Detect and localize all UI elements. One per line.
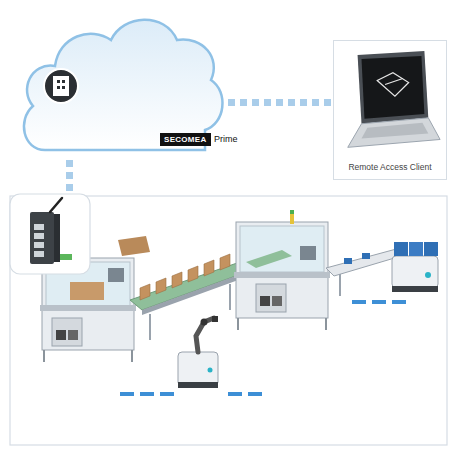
robot-skirt	[178, 382, 218, 388]
gateway-link	[66, 160, 73, 191]
machine-body	[236, 222, 328, 318]
assembly-machine	[234, 210, 330, 330]
floor-dash	[372, 300, 386, 304]
floor-dash	[140, 392, 154, 396]
signal-light	[290, 214, 294, 224]
cloud-outline	[24, 20, 223, 150]
router-connector	[60, 254, 72, 260]
laptop-lid	[358, 51, 429, 124]
building-shape	[53, 76, 69, 96]
logo-wordmark: SECOMEA	[160, 133, 211, 146]
machine-leg	[237, 318, 239, 330]
floor-dash	[120, 392, 134, 396]
laptop-base	[348, 118, 440, 147]
machine-leg	[325, 318, 327, 330]
machine-table	[234, 272, 330, 278]
floor-dash	[228, 392, 242, 396]
router-side	[54, 214, 60, 262]
machine-leg	[131, 350, 133, 362]
floor-dash	[352, 300, 366, 304]
inset-frame	[10, 194, 90, 274]
cabinet-part	[272, 296, 282, 306]
conveyor-belt	[130, 262, 252, 310]
part	[362, 253, 370, 259]
laptop-illustration	[334, 41, 446, 179]
dashed-connector	[228, 102, 333, 103]
building-window	[62, 86, 65, 89]
building-icon	[44, 69, 78, 103]
router-port	[34, 242, 44, 248]
robot-joint	[201, 319, 208, 326]
signal-light	[290, 210, 294, 214]
laptop-keyboard	[362, 123, 429, 139]
building-window	[57, 86, 60, 89]
machine-cabinet	[256, 284, 286, 312]
gateway-inset	[10, 194, 90, 274]
agv-body	[392, 256, 438, 288]
box	[156, 278, 166, 294]
inner-belt	[246, 250, 292, 268]
building-window	[57, 80, 60, 83]
floor-dash	[392, 300, 406, 304]
robot-base	[178, 352, 218, 386]
boxes	[140, 254, 230, 300]
conveyor-leg	[229, 284, 231, 310]
mobile-robot	[178, 316, 218, 388]
dash	[66, 160, 73, 167]
router-port	[34, 251, 44, 257]
client-box: Remote Access Client	[333, 40, 447, 180]
floor-dash	[160, 392, 174, 396]
machine-leg	[43, 350, 45, 362]
robot-arm	[196, 318, 214, 352]
machine-table	[40, 305, 136, 311]
router-port	[34, 224, 44, 230]
building-window	[62, 80, 65, 83]
agv-cart	[392, 242, 438, 292]
node-label: Remote Access Client	[334, 162, 446, 172]
laptop-screen	[362, 56, 425, 119]
part	[344, 258, 352, 264]
machine-cabinet	[52, 318, 82, 346]
logo-suffix: Prime	[213, 133, 239, 145]
cloud-node: SECOMEAPrime	[15, 0, 228, 165]
bin	[409, 242, 423, 256]
conveyor	[130, 262, 252, 340]
cabinet-part	[260, 296, 270, 306]
box	[172, 272, 182, 288]
cardboard-sheet	[118, 236, 150, 256]
box	[220, 254, 230, 270]
gripper	[212, 316, 218, 322]
box	[188, 266, 198, 282]
box-stack	[70, 282, 104, 300]
machine-panel	[300, 246, 316, 260]
cabinet-part	[56, 330, 66, 340]
screen-graphic	[377, 73, 408, 97]
router-port	[34, 233, 44, 239]
machine-glass	[240, 226, 324, 272]
agv-light	[425, 272, 431, 278]
bin	[394, 242, 408, 256]
bin	[424, 242, 438, 256]
conveyor-leg	[149, 314, 151, 340]
cabinet-part	[68, 330, 78, 340]
conveyor-leg	[339, 274, 341, 296]
connector-line	[228, 99, 333, 106]
machine-panel	[108, 268, 124, 282]
router-antenna	[50, 198, 62, 212]
box	[204, 260, 214, 276]
box	[140, 284, 150, 300]
floor-dash	[248, 392, 262, 396]
dash	[66, 172, 73, 179]
router-body	[30, 212, 54, 264]
agv-base	[392, 286, 438, 292]
dash	[66, 184, 73, 191]
robot-light	[208, 368, 213, 373]
